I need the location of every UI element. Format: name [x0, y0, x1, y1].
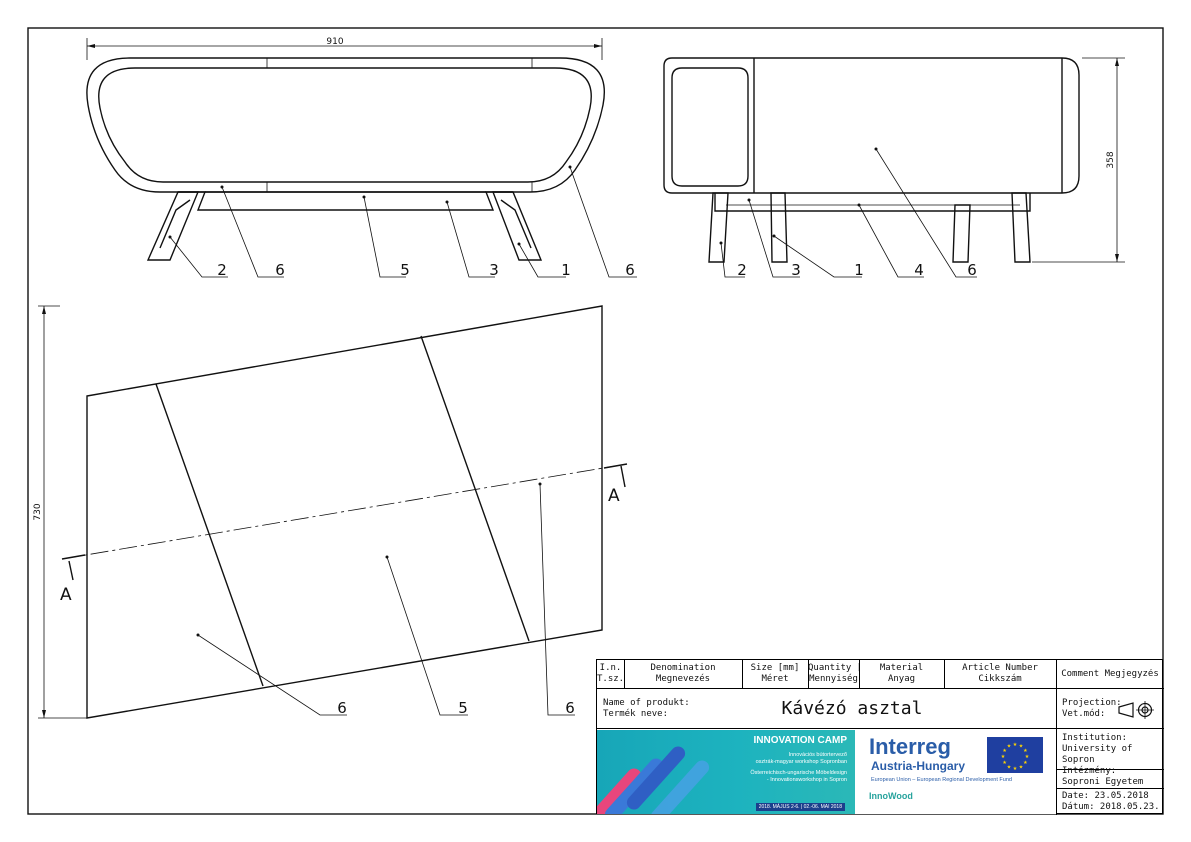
section-label-right: A [608, 486, 620, 506]
interreg-region: Austria-Hungary [871, 759, 966, 773]
svg-text:★: ★ [1025, 754, 1030, 760]
balloon-side-4: 4 [914, 261, 924, 279]
dimension-height: 358 [1106, 151, 1116, 168]
svg-text:★: ★ [1023, 748, 1028, 754]
eu-flag-icon: ★★★ ★★★ ★★★ ★★★ [987, 737, 1043, 773]
interreg-title: Interreg [869, 734, 951, 759]
header-quantity: Quantity [p]Mennyiség [808, 663, 859, 684]
balloon-top-1: 6 [337, 699, 347, 717]
innowood-label: InnoWood [869, 791, 913, 801]
dimension-width: 910 [326, 37, 343, 47]
svg-text:★: ★ [1013, 742, 1018, 748]
balloon-front-5: 1 [561, 261, 571, 279]
camp-title: INNOVATION CAMP [753, 735, 847, 746]
svg-text:★: ★ [1002, 748, 1007, 754]
balloon-front-6: 6 [625, 261, 635, 279]
svg-text:★: ★ [1007, 744, 1012, 750]
camp-description: Innovációs bútortervező osztrák-magyar w… [750, 752, 847, 783]
drawing-frame [27, 27, 1164, 815]
header-comment: Comment Megjegyzés [1061, 669, 1159, 679]
product-name-label: Name of produkt:Termék neve: [603, 698, 690, 719]
balloon-front-2: 6 [275, 261, 285, 279]
camp-date: 2018. MÁJUS 2-6. | 02.-06. MAI 2018 [755, 803, 845, 811]
balloon-front-3: 5 [400, 261, 410, 279]
svg-text:★: ★ [1023, 760, 1028, 766]
svg-text:★: ★ [1002, 760, 1007, 766]
balloon-side-5: 6 [967, 261, 977, 279]
balloon-side-3: 1 [854, 261, 864, 279]
header-size: Size [mm]Méret [750, 663, 800, 684]
header-line-number: I.n.T.sz. [597, 663, 625, 684]
dimension-length: 730 [33, 503, 43, 520]
svg-text:★: ★ [1013, 766, 1018, 772]
balloon-front-4: 3 [489, 261, 499, 279]
projection-label: Projection:Vet.mód: [1062, 698, 1122, 719]
front-view: 910 2 6 5 3 [86, 37, 637, 279]
date-info: Date: 23.05.2018 Dátum: 2018.05.23. [1062, 791, 1160, 812]
side-view: 358 2 3 1 4 6 [663, 57, 1125, 279]
balloon-front-1: 2 [217, 261, 227, 279]
institution-info: Institution: University of Sopron Intézm… [1062, 733, 1144, 787]
section-label-left: A [60, 585, 72, 605]
top-view: A A 730 6 5 6 [33, 305, 628, 719]
balloon-top-3: 6 [565, 699, 575, 717]
svg-text:★: ★ [1019, 744, 1024, 750]
innovation-camp-banner: INNOVATION CAMP Innovációs bútortervező … [597, 730, 855, 814]
projection-symbol-icon [1118, 701, 1154, 719]
svg-text:★: ★ [1019, 764, 1024, 770]
balloon-side-2: 3 [791, 261, 801, 279]
interreg-logo: Interreg Austria-Hungary European Union … [855, 730, 1056, 814]
balloon-side-1: 2 [737, 261, 747, 279]
product-name: Kávézó asztal [781, 698, 923, 719]
balloon-top-2: 5 [458, 699, 468, 717]
interreg-fund: European Union – European Regional Devel… [871, 777, 1012, 783]
svg-text:★: ★ [1007, 764, 1012, 770]
svg-text:★: ★ [1001, 754, 1006, 760]
